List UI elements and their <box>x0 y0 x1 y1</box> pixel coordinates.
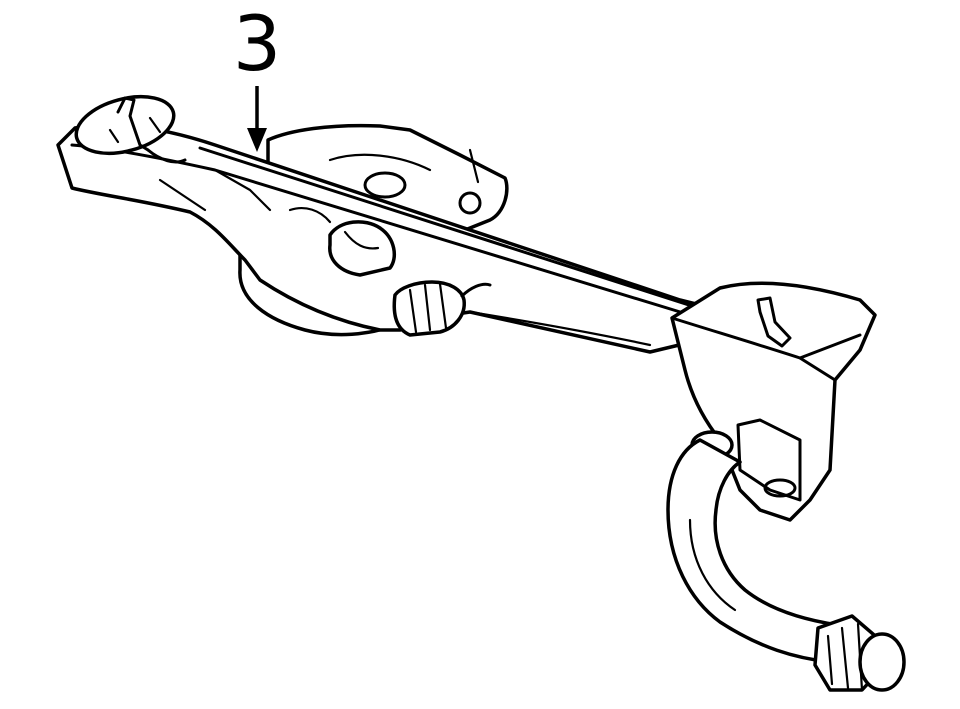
left-pivot-cup <box>74 94 176 156</box>
callout-arrowhead <box>247 128 267 152</box>
end-cap <box>858 632 906 692</box>
mounting-hole <box>458 191 482 215</box>
crank-pivot <box>363 171 407 199</box>
left-pivot-shaft <box>116 96 150 152</box>
wiper-transmission-assembly <box>56 94 906 692</box>
callout-3: 3 <box>233 0 281 152</box>
callout-label: 3 <box>233 0 281 88</box>
right-pivot-shaft <box>756 296 792 348</box>
motor-crank <box>328 220 397 277</box>
